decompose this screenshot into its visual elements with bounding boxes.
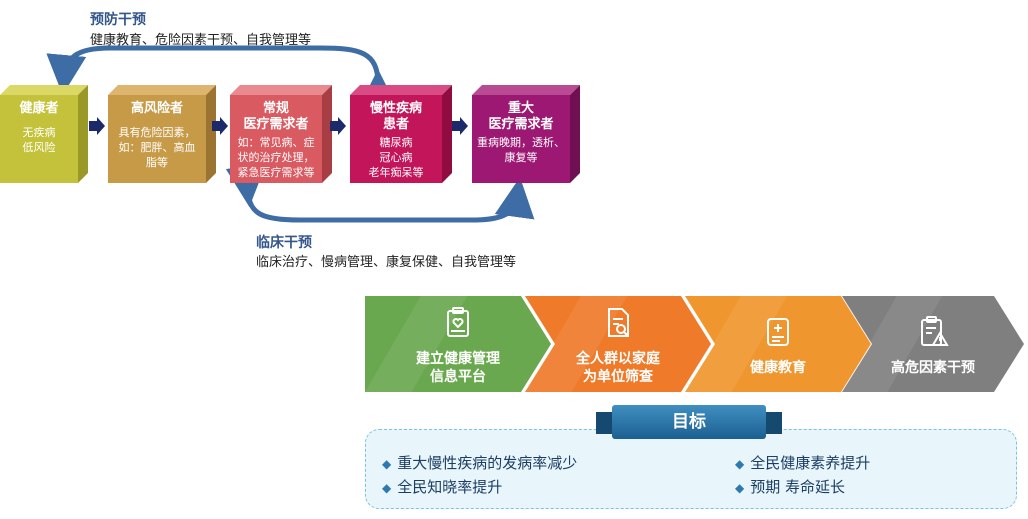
- stage-title: 重大 医疗需求者: [488, 101, 554, 132]
- diamond-bullet-icon: ◆: [735, 481, 745, 495]
- stage-title: 高风险者: [130, 101, 183, 116]
- goal-item-2: ◆ 全民健康素养提升: [735, 452, 870, 473]
- goal-text: 全民健康素养提升: [750, 454, 871, 472]
- box-top-face: [350, 85, 452, 95]
- box-side-face: [78, 85, 88, 183]
- connector-arrow-1: [89, 117, 105, 135]
- connector-arrow-4: [452, 117, 468, 135]
- stage-title: 慢性疾病 患者: [369, 101, 422, 132]
- goal-item-1: ◆ 重大慢性疾病的发病率减少: [382, 452, 577, 473]
- goal-text: 全民知晓率提升: [397, 478, 503, 496]
- chevron-label: 高危因素干预: [891, 360, 975, 376]
- goal-text: 重大慢性疾病的发病率减少: [397, 454, 578, 472]
- stage-title: 常规 医疗需求者: [243, 101, 309, 132]
- goal-text: 预期 寿命延长: [750, 478, 846, 496]
- box-front-face: 健康者无疾病 低风险: [0, 95, 78, 183]
- stage-healthy: 健康者无疾病 低风险: [0, 85, 88, 183]
- box-front-face: 高风险者具有危险因素， 如：肥胖、高血 脂等: [108, 95, 206, 183]
- chevron-risk-intervention: 高危因素干预: [842, 296, 1024, 392]
- goals-title: 目标: [612, 405, 766, 439]
- diamond-bullet-icon: ◆: [382, 481, 392, 495]
- box-side-face: [322, 85, 332, 183]
- chevron-family-screening: 全人群以家庭 为单位筛查: [525, 296, 711, 392]
- box-top-face: [472, 85, 580, 95]
- prevention-title: 预防干预: [90, 12, 146, 28]
- chevron-label: 全人群以家庭 为单位筛查: [576, 351, 660, 385]
- box-side-face: [570, 85, 580, 183]
- diamond-bullet-icon: ◆: [382, 457, 392, 471]
- box-side-face: [206, 85, 216, 183]
- clipboard-heart-icon: [441, 306, 475, 344]
- stage-high-risk: 高风险者具有危险因素， 如：肥胖、高血 脂等: [108, 85, 216, 183]
- box-front-face: 常规 医疗需求者如：常见病、症 状的治疗处理， 紧急医疗需求等: [230, 95, 322, 183]
- goal-item-4: ◆ 预期 寿命延长: [735, 476, 845, 497]
- document-search-icon: [601, 306, 635, 344]
- chevron-health-education: 健康教育: [685, 296, 871, 392]
- box-top-face: [230, 85, 332, 95]
- chevron-shape: [525, 296, 711, 392]
- stage-routine-medical: 常规 医疗需求者如：常见病、症 状的治疗处理， 紧急医疗需求等: [230, 85, 332, 183]
- stage-chronic-patient: 慢性疾病 患者糖尿病 冠心病 老年痴呆等: [350, 85, 452, 183]
- box-top-face: [108, 85, 216, 95]
- medical-file-icon: [761, 315, 795, 353]
- clinical-title: 临床干预: [256, 235, 312, 251]
- chevron-shape: [365, 296, 551, 392]
- chevron-label: 健康教育: [750, 360, 806, 376]
- chevron-content: 健康教育: [685, 296, 871, 392]
- stage-desc: 糖尿病 冠心病 老年痴呆等: [368, 136, 424, 179]
- clinical-subtitle: 临床治疗、慢病管理、康复保健、自我管理等: [256, 255, 517, 270]
- stage-desc: 如：常见病、症 状的治疗处理， 紧急医疗需求等: [237, 136, 315, 179]
- diamond-bullet-icon: ◆: [735, 457, 745, 471]
- chevron-label: 建立健康管理 信息平台: [416, 351, 500, 385]
- chevron-content: 全人群以家庭 为单位筛查: [525, 296, 711, 392]
- connector-arrow-3: [330, 117, 346, 135]
- stage-desc: 重病晚期，透析、 康复等: [477, 136, 565, 164]
- connector-arrow-2: [212, 117, 228, 135]
- box-front-face: 重大 医疗需求者重病晚期，透析、 康复等: [472, 95, 570, 183]
- stage-desc: 无疾病 低风险: [22, 126, 56, 154]
- stage-major-medical: 重大 医疗需求者重病晚期，透析、 康复等: [472, 85, 580, 183]
- stage-title: 健康者: [19, 101, 59, 116]
- box-top-face: [0, 85, 88, 95]
- stage-desc: 具有危险因素， 如：肥胖、高血 脂等: [118, 126, 196, 169]
- goal-item-3: ◆ 全民知晓率提升: [382, 476, 502, 497]
- box-front-face: 慢性疾病 患者糖尿病 冠心病 老年痴呆等: [350, 95, 442, 183]
- clipboard-warning-icon: [916, 315, 950, 353]
- chevron-info-platform: 建立健康管理 信息平台: [365, 296, 551, 392]
- box-side-face: [442, 85, 452, 183]
- prevention-subtitle: 健康教育、危险因素干预、自我管理等: [90, 33, 312, 48]
- chevron-content: 建立健康管理 信息平台: [365, 296, 551, 392]
- goals-panel: [365, 429, 1017, 509]
- chevron-content: 高危因素干预: [842, 296, 1024, 392]
